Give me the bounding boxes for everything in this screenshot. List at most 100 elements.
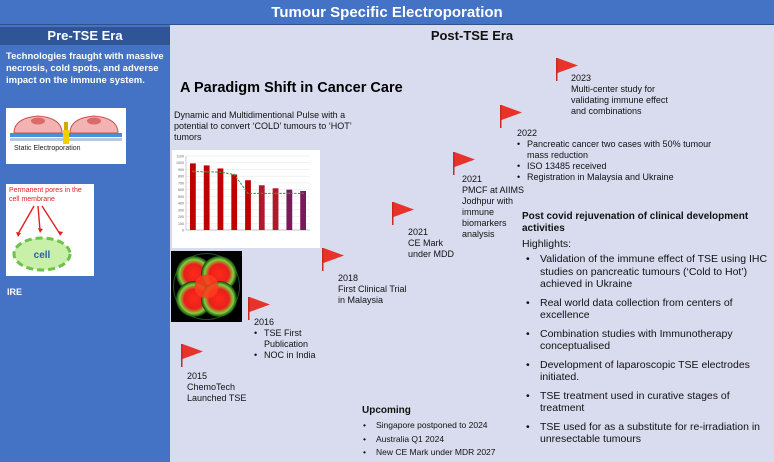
timeline-bullet: TSE First Publication bbox=[254, 328, 334, 350]
highlight-item: Validation of the immune effect of TSE u… bbox=[522, 253, 770, 291]
chart-y-tick-label: 0 bbox=[182, 229, 184, 233]
chart-bar bbox=[217, 168, 224, 230]
chart-y-tick-label: 700 bbox=[178, 181, 184, 185]
chart-y-tick-label: 1000 bbox=[176, 161, 184, 165]
static-electroporation-illustration bbox=[6, 108, 126, 164]
timeline-text: Jodhpur with bbox=[462, 196, 514, 206]
chart-line-point bbox=[192, 170, 194, 173]
timeline-year: 2021 bbox=[408, 227, 429, 237]
cell-label: cell bbox=[34, 250, 51, 261]
timeline-text: biomarkers bbox=[462, 218, 507, 228]
timeline-text: and combinations bbox=[571, 106, 642, 116]
chart-y-tick-label: 400 bbox=[178, 202, 184, 206]
timeline-flag-icon bbox=[499, 103, 523, 129]
chart-line-point bbox=[260, 192, 263, 195]
chart-line-point bbox=[205, 171, 208, 173]
chart-line-point bbox=[219, 171, 222, 173]
timeline-text: Multi-center study for bbox=[571, 84, 656, 94]
highlights-subtitle: Highlights: bbox=[522, 238, 572, 250]
highlights-list: Validation of the immune effect of TSE u… bbox=[522, 253, 770, 452]
highlight-item: Development of laparoscopic TSE electrod… bbox=[522, 359, 770, 384]
timeline-text: Launched TSE bbox=[187, 393, 247, 403]
permanent-pores-label: Permanent pores in the cell membrane bbox=[9, 187, 82, 203]
chart-line-point bbox=[302, 192, 304, 195]
timeline-event: 2022Pancreatic cancer two cases with 50%… bbox=[517, 128, 717, 183]
upcoming-title: Upcoming bbox=[362, 405, 411, 416]
timeline-text: PMCF at AIIMS bbox=[462, 185, 525, 195]
chart-bar bbox=[272, 188, 279, 230]
chart-bar bbox=[245, 180, 251, 230]
chart-y-tick-label: 200 bbox=[178, 215, 184, 219]
ire-illustration: cell bbox=[6, 184, 94, 276]
upcoming-item: New CE Mark under MDR 2027 bbox=[362, 446, 496, 460]
timeline-text: CE Mark bbox=[408, 238, 444, 248]
upcoming-list: Singapore postponed to 2024 Australia Q1… bbox=[362, 419, 496, 460]
highlight-item: Combination studies with Immunotherapy c… bbox=[522, 328, 770, 353]
timeline-bullets: Pancreatic cancer two cases with 50% tum… bbox=[517, 139, 717, 183]
timeline-text: under MDD bbox=[408, 249, 455, 259]
chart-line-point bbox=[247, 192, 249, 195]
static-electroporation-icon bbox=[6, 108, 126, 164]
timeline-text: in Malaysia bbox=[338, 295, 384, 305]
timeline-year: 2018 bbox=[338, 273, 359, 283]
timeline-bullet: Pancreatic cancer two cases with 50% tum… bbox=[517, 139, 717, 161]
timeline-text: validating immune effect bbox=[571, 95, 668, 105]
chart-line-point bbox=[274, 192, 277, 195]
ire-label: IRE bbox=[7, 287, 23, 297]
chart-y-tick-label: 600 bbox=[178, 188, 184, 192]
timeline-flag-icon bbox=[391, 200, 415, 226]
chart-y-tick-label: 1100 bbox=[176, 155, 184, 159]
chart-line-point bbox=[233, 173, 236, 176]
timeline-year: 2022 bbox=[517, 128, 538, 138]
timeline-text: analysis bbox=[462, 229, 495, 239]
highlight-item: Real world data collection from centers … bbox=[522, 297, 770, 322]
paradigm-shift-heading: A Paradigm Shift in Cancer Care bbox=[180, 80, 403, 96]
chart-line-point bbox=[288, 192, 291, 195]
chart-bar bbox=[258, 185, 265, 230]
static-electroporation-label: Static Electroporation bbox=[14, 145, 81, 152]
chart-y-tick-label: 800 bbox=[178, 175, 184, 179]
dynamic-pulse-text: Dynamic and Multidimentional Pulse with … bbox=[174, 110, 352, 142]
chart-bar bbox=[231, 174, 238, 230]
timeline-flag-icon bbox=[321, 246, 345, 272]
chart-y-tick-label: 900 bbox=[178, 168, 184, 172]
timeline-year: 2021 bbox=[462, 174, 483, 184]
slide-title: Tumour Specific Electroporation bbox=[0, 0, 774, 25]
cell-pores-icon: cell bbox=[6, 184, 94, 276]
timeline-bullets: TSE First PublicationNOC in India bbox=[254, 328, 334, 361]
timeline-event: 2016TSE First PublicationNOC in India bbox=[254, 317, 334, 361]
timeline-flag-icon bbox=[247, 295, 271, 321]
chart-bar bbox=[189, 163, 196, 230]
timeline-text: First Clinical Trial bbox=[338, 284, 407, 294]
chart-bar bbox=[286, 189, 293, 230]
timeline-flag-icon bbox=[555, 56, 579, 82]
timeline-year: 2015 bbox=[187, 371, 208, 381]
upcoming-item: Australia Q1 2024 bbox=[362, 433, 496, 447]
highlights-title: Post covid rejuvenation of clinical deve… bbox=[522, 211, 749, 234]
upcoming-item: Singapore postponed to 2024 bbox=[362, 419, 496, 433]
highlight-item: TSE treatment used in curative stages of… bbox=[522, 390, 770, 415]
pre-tse-title: Pre-TSE Era bbox=[0, 27, 170, 45]
timeline-year: 2023 bbox=[571, 73, 592, 83]
field-heatmap-image bbox=[171, 251, 242, 322]
post-tse-title: Post-TSE Era bbox=[430, 28, 514, 43]
chart-bar bbox=[203, 165, 210, 230]
timeline-flag-icon bbox=[180, 342, 204, 368]
timeline-text: immune bbox=[462, 207, 495, 217]
chart-bar bbox=[300, 190, 307, 230]
pre-tse-description: Technologies fraught with massive necros… bbox=[6, 51, 164, 86]
timeline-text: ChemoTech bbox=[187, 382, 236, 392]
timeline-bullet: Registration in Malaysia and Ukraine bbox=[517, 172, 717, 183]
timeline-bullet: NOC in India bbox=[254, 350, 334, 361]
chart-y-tick-label: 100 bbox=[178, 222, 184, 226]
timeline-year: 2016 bbox=[254, 317, 275, 327]
chart-y-tick-label: 300 bbox=[178, 208, 184, 212]
field-heatmap-icon bbox=[171, 251, 242, 322]
